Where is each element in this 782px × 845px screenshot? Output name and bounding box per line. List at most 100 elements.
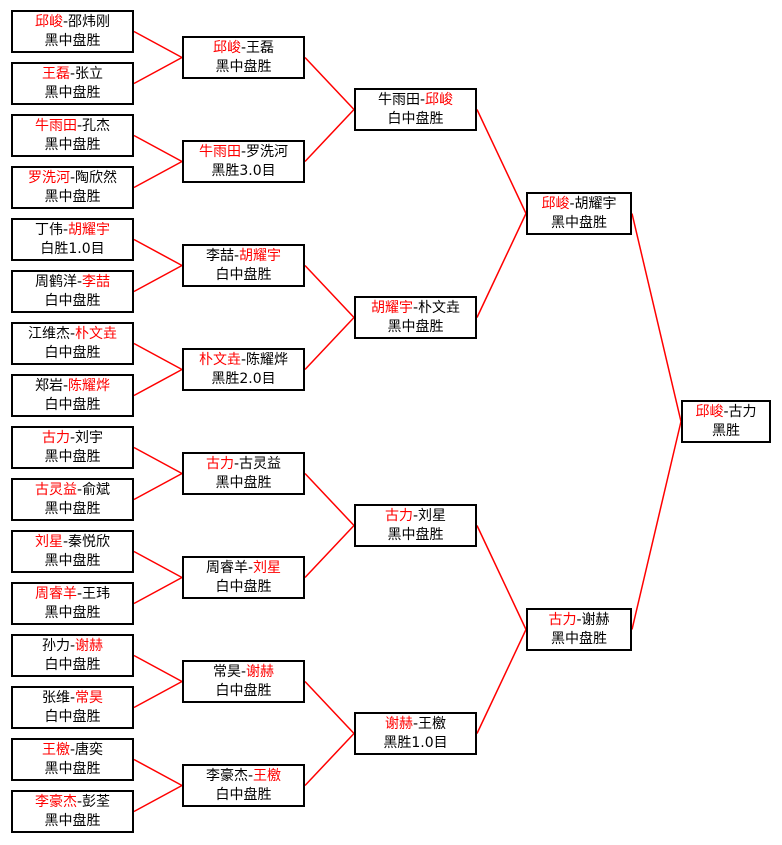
match-result: 黑中盘胜: [551, 215, 607, 231]
player-a: 周睿羊: [205, 560, 248, 576]
match-result: 白中盘胜: [215, 267, 272, 283]
match-box-r1-m10: 古灵益-俞斌黑中盘胜: [11, 478, 134, 521]
match-box-r1-m6: 周鹤洋-李喆白中盘胜: [11, 270, 134, 313]
match-players: 邱峻-邵炜刚: [13, 13, 132, 32]
separator: -: [76, 586, 83, 602]
match-box-r3-m1: 牛雨田-邱峻白中盘胜: [354, 88, 477, 131]
match-box-r1-m7: 江维杰-朴文垚白中盘胜: [11, 322, 134, 365]
player-b: 朴文垚: [75, 326, 118, 342]
separator: -: [419, 92, 426, 108]
match-result: 黑中盘胜: [44, 605, 101, 621]
separator: -: [233, 248, 240, 264]
match-result: 白中盘胜: [215, 579, 272, 595]
player-a: 牛雨田: [198, 144, 241, 160]
player-b: 陶欣然: [75, 170, 118, 186]
match-result: 黑中盘胜: [44, 85, 101, 101]
player-a: 邱峻: [34, 14, 63, 30]
match-result: 白中盘胜: [44, 293, 101, 309]
connector-r2-m7: [304, 680, 355, 735]
player-b: 陈耀烨: [246, 352, 289, 368]
separator: -: [412, 508, 419, 524]
match-box-r3-m4: 谢赫-王檄黑胜1.0目: [354, 712, 477, 755]
player-b: 彭荃: [82, 794, 111, 810]
player-b: 陈耀烨: [68, 378, 111, 394]
connector-r2-m3: [304, 264, 355, 319]
connector-r1-m5: [133, 238, 183, 267]
match-result: 白胜1.0目: [40, 241, 105, 257]
match-result: 黑中盘胜: [44, 189, 101, 205]
connector-r3-m3: [476, 525, 527, 630]
connector-r1-m9: [133, 446, 183, 475]
separator: -: [247, 768, 254, 784]
match-box-r1-m5: 丁伟-胡耀宇白胜1.0目: [11, 218, 134, 261]
player-b: 古力: [728, 404, 757, 420]
separator: -: [62, 378, 69, 394]
player-b: 罗洗河: [246, 144, 289, 160]
player-a: 李豪杰: [205, 768, 248, 784]
connector-r2-m6: [304, 524, 355, 579]
match-players: 李豪杰-彭荃: [13, 793, 132, 812]
player-b: 谢赫: [246, 664, 275, 680]
match-box-r1-m11: 刘星-秦悦欣黑中盘胜: [11, 530, 134, 573]
match-result: 黑中盘胜: [44, 137, 101, 153]
separator: -: [69, 690, 76, 706]
match-players: 牛雨田-孔杰: [13, 117, 132, 136]
match-players: 张维-常昊: [13, 689, 132, 708]
match-players: 古力-古灵益: [184, 455, 303, 474]
player-b: 谢赫: [75, 638, 104, 654]
separator: -: [69, 170, 76, 186]
player-b: 邱峻: [425, 92, 454, 108]
connector-r1-m15: [133, 758, 183, 787]
separator: -: [233, 456, 240, 472]
match-result: 黑胜: [712, 423, 740, 439]
player-a: 古力: [205, 456, 234, 472]
match-box-r1-m8: 郑岩-陈耀烨白中盘胜: [11, 374, 134, 417]
player-b: 刘宇: [75, 430, 104, 446]
player-a: 邱峻: [695, 404, 724, 420]
match-players: 罗洗河-陶欣然: [13, 169, 132, 188]
connector-r1-m6: [133, 264, 183, 293]
connector-r1-m13: [133, 654, 183, 683]
player-b: 俞斌: [82, 482, 111, 498]
player-a: 张维: [41, 690, 70, 706]
player-b: 古灵益: [239, 456, 282, 472]
connector-r1-m12: [133, 576, 183, 605]
player-a: 李喆: [205, 248, 234, 264]
match-players: 王磊-张立: [13, 65, 132, 84]
match-result: 黑中盘胜: [44, 761, 101, 777]
match-players: 周睿羊-刘星: [184, 559, 303, 578]
match-players: 谢赫-王檄: [356, 715, 475, 734]
match-players: 牛雨田-邱峻: [356, 91, 475, 110]
match-box-r4-m1: 邱峻-胡耀宇黑中盘胜: [526, 192, 632, 235]
player-a: 王磊: [41, 66, 70, 82]
connector-r1-m10: [133, 472, 183, 501]
player-a: 邱峻: [541, 196, 570, 212]
match-players: 邱峻-王磊: [184, 39, 303, 58]
match-box-r1-m2: 王磊-张立黑中盘胜: [11, 62, 134, 105]
match-box-r5-m1: 邱峻-古力黑胜: [681, 400, 771, 443]
match-players: 李喆-胡耀宇: [184, 247, 303, 266]
separator: -: [240, 352, 247, 368]
separator: -: [69, 430, 76, 446]
match-result: 黑中盘胜: [215, 59, 272, 75]
match-players: 李豪杰-王檄: [184, 767, 303, 786]
player-b: 李喆: [82, 274, 111, 290]
connector-r1-m2: [133, 56, 183, 85]
separator: -: [412, 716, 419, 732]
player-a: 郑岩: [34, 378, 63, 394]
player-b: 孔杰: [82, 118, 111, 134]
separator: -: [569, 196, 575, 212]
player-a: 刘星: [34, 534, 63, 550]
match-result: 白中盘胜: [215, 787, 272, 803]
player-a: 李豪杰: [34, 794, 77, 810]
separator: -: [240, 144, 247, 160]
match-box-r1-m4: 罗洗河-陶欣然黑中盘胜: [11, 166, 134, 209]
player-a: 牛雨田: [34, 118, 77, 134]
match-result: 黑中盘胜: [44, 813, 101, 829]
match-box-r2-m5: 古力-古灵益黑中盘胜: [182, 452, 305, 495]
player-a: 古灵益: [34, 482, 77, 498]
match-box-r1-m1: 邱峻-邵炜刚黑中盘胜: [11, 10, 134, 53]
match-players: 丁伟-胡耀宇: [13, 221, 132, 240]
